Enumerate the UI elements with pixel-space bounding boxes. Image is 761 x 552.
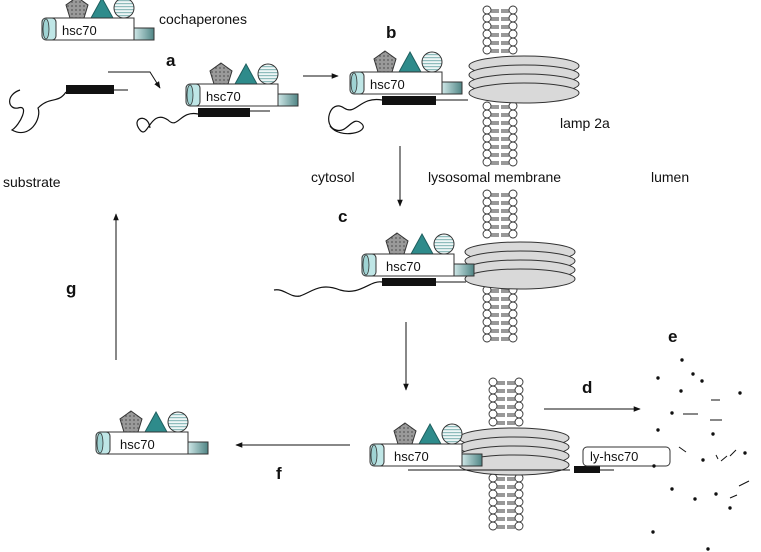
hsc70-label: hsc70	[206, 89, 241, 104]
lipid-pair	[482, 109, 518, 119]
hsc70-label: hsc70	[62, 23, 97, 38]
step-b-label: b	[386, 23, 396, 42]
lipid-pair	[488, 393, 524, 403]
lipid-pair	[482, 309, 518, 319]
lipid-pair	[482, 293, 518, 303]
lipid-pair	[482, 213, 518, 223]
lipid-pair	[488, 417, 524, 427]
lipid-pair	[482, 189, 518, 199]
hsc70-label: hsc70	[394, 449, 429, 464]
lamp2a-label: lamp 2a	[560, 115, 610, 131]
substrate-label: substrate	[3, 174, 61, 190]
lipid-pair	[488, 385, 524, 395]
lipid-pair	[488, 409, 524, 419]
lipid-pair	[482, 221, 518, 231]
lipid-pair	[482, 197, 518, 207]
lipid-pair	[488, 521, 524, 531]
step-c-label: c	[338, 207, 347, 226]
hsc70-complex-cochaperones: hsc70	[41, 0, 155, 41]
step-e-label: e	[668, 327, 677, 346]
lamp2a-receptor-middle	[464, 241, 576, 290]
lipid-pair	[482, 325, 518, 335]
lysosomal-membrane-label: lysosomal membrane	[428, 169, 561, 185]
lipid-pair	[482, 333, 518, 343]
lipid-pair	[488, 481, 524, 491]
hsc70-substrate-complex-d: hsc70	[369, 422, 483, 467]
step-g-label: g	[66, 279, 76, 298]
lipid-pair	[482, 117, 518, 127]
lamp2a-receptor-top	[468, 55, 580, 104]
lipid-pair	[488, 401, 524, 411]
lipid-pair	[482, 317, 518, 327]
lipid-pair	[488, 505, 524, 515]
lipid-pair	[488, 497, 524, 507]
step-d-label: d	[582, 378, 592, 397]
ly-hsc70-box: ly-hsc70	[582, 446, 671, 467]
lipid-pair	[482, 21, 518, 31]
ly-hsc70-label: ly-hsc70	[590, 449, 638, 464]
substrate-bound-b	[328, 96, 468, 135]
lipid-pair	[482, 5, 518, 15]
lipid-pair	[482, 141, 518, 151]
substrate-free	[9, 85, 128, 133]
lipid-pair	[482, 205, 518, 215]
degradation-fragments	[651, 358, 750, 551]
substrate-translocating-d	[408, 466, 614, 473]
hsc70-substrate-complex-b: hsc70	[349, 50, 463, 95]
hsc70-label: hsc70	[386, 259, 421, 274]
substrate-bound-c	[273, 278, 466, 297]
hsc70-substrate-complex-c: hsc70	[361, 232, 475, 277]
lipid-pair	[482, 45, 518, 55]
hsc70-substrate-complex-a: hsc70	[185, 62, 299, 107]
lipid-pair	[488, 489, 524, 499]
step-a-label: a	[166, 51, 176, 70]
arrow-a	[108, 71, 161, 89]
lipid-pair	[482, 13, 518, 23]
lipid-pair	[482, 29, 518, 39]
lamp2a-receptor-bottom	[458, 427, 570, 476]
lipid-pair	[482, 125, 518, 135]
lipid-pair	[482, 37, 518, 47]
lipid-pair	[488, 513, 524, 523]
lipid-pair	[482, 157, 518, 167]
lipid-pair	[482, 149, 518, 159]
cochaperones-label: cochaperones	[159, 11, 247, 27]
lipid-pair	[482, 229, 518, 239]
lipid-pair	[482, 301, 518, 311]
lipid-pair	[488, 377, 524, 387]
step-f-label: f	[276, 464, 282, 483]
hsc70-label: hsc70	[370, 77, 405, 92]
hsc70-complex-released: hsc70	[95, 410, 209, 455]
cytosol-label: cytosol	[311, 169, 355, 185]
lipid-pair	[482, 133, 518, 143]
substrate-bound-a	[136, 108, 270, 133]
lumen-label: lumen	[651, 169, 689, 185]
hsc70-label: hsc70	[120, 437, 155, 452]
